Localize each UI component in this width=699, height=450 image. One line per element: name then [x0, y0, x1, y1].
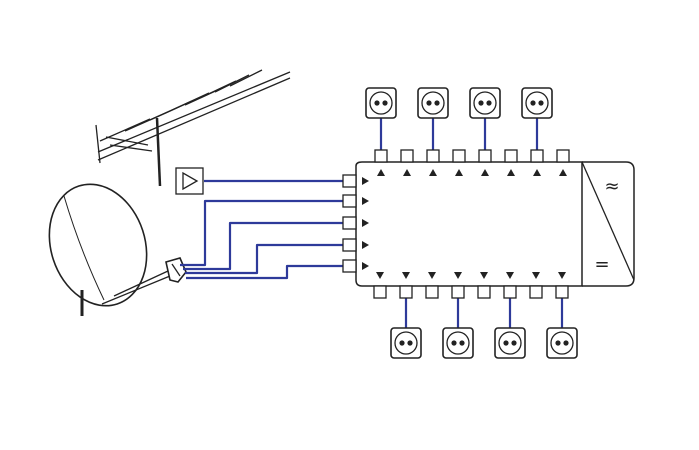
socket-icon [469, 87, 501, 119]
socket-icon [546, 327, 578, 359]
socket-icon [365, 87, 397, 119]
terrestrial-yagi-antenna-icon [95, 69, 291, 187]
satellite-dish-icon [48, 183, 171, 316]
wall-sockets-bottom [390, 327, 578, 359]
socket-icon [521, 87, 553, 119]
amplifier-triangle-icon [175, 167, 204, 195]
socket-icon [442, 327, 474, 359]
socket-icon [494, 327, 526, 359]
wall-sockets-top [365, 87, 553, 119]
multiswitch-inputs [342, 174, 369, 273]
cables [180, 118, 564, 328]
power-dc-symbol: = [594, 254, 609, 275]
multiswitch-outputs-bottom [373, 272, 569, 299]
power-ac-symbol: ≈ [604, 176, 619, 197]
socket-icon [390, 327, 422, 359]
socket-icon [417, 87, 449, 119]
multiswitch-outputs-top [374, 149, 570, 176]
multiswitch-body: ≈ = [355, 161, 635, 287]
